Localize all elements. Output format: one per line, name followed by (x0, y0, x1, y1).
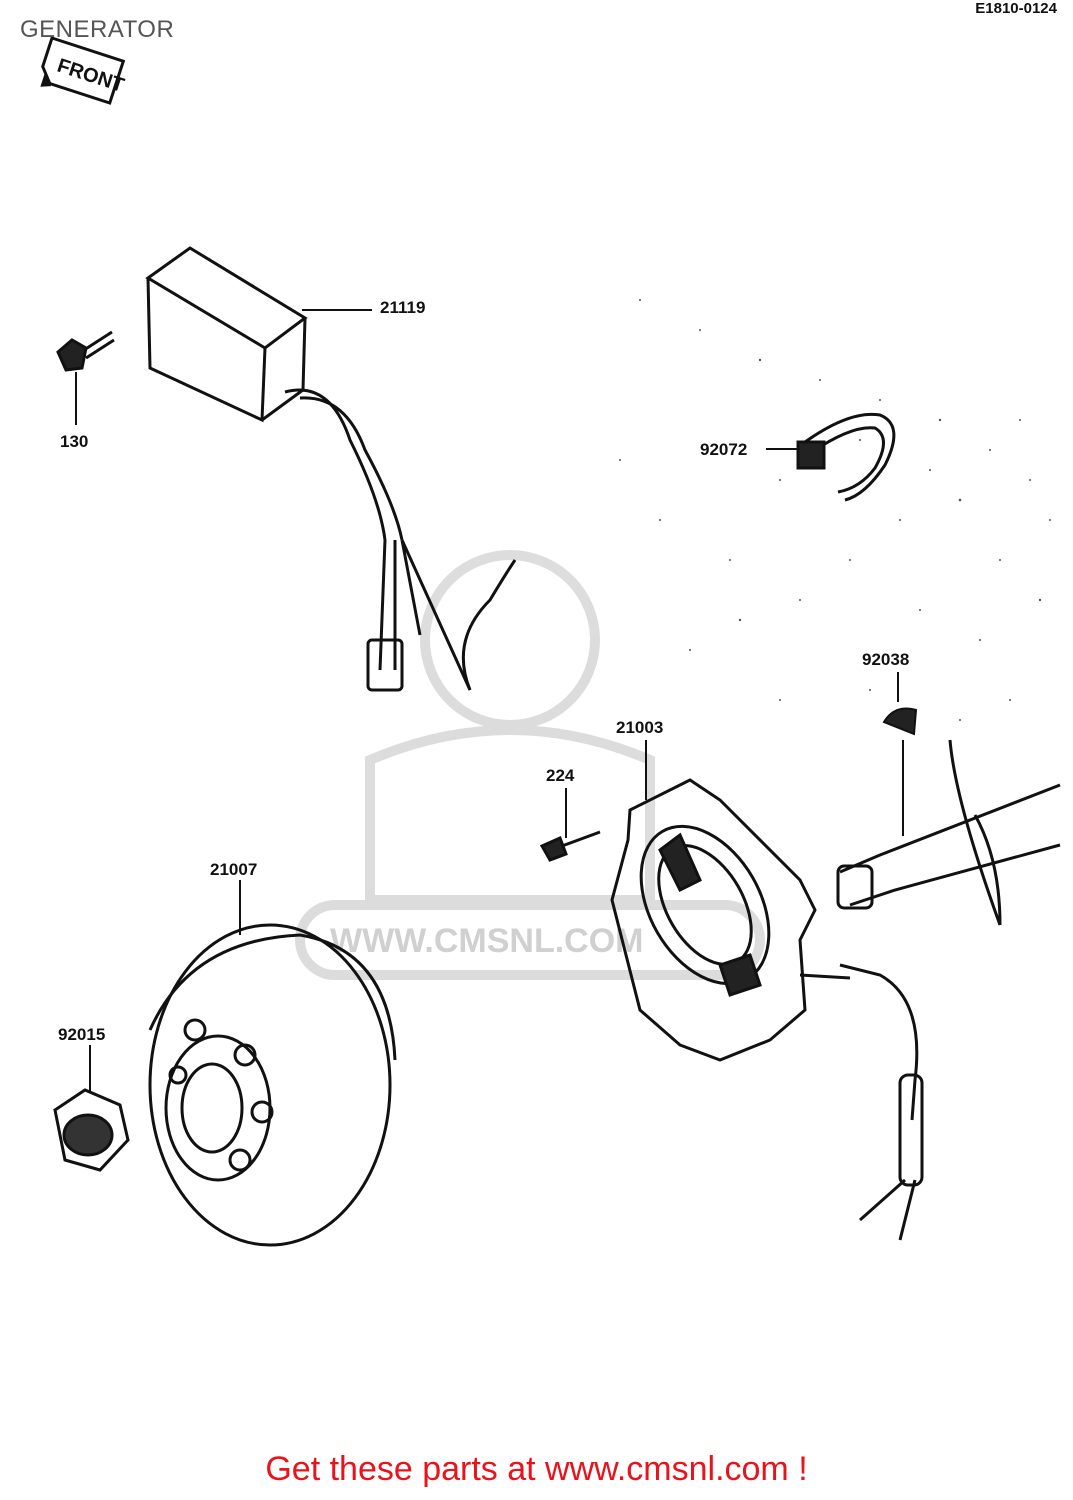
part-label-21003[interactable]: 21003 (616, 718, 664, 737)
woodruff-key-92038 (882, 707, 918, 736)
clamp-92072 (796, 412, 896, 502)
part-label-224[interactable]: 224 (546, 766, 575, 785)
watermark-text: WWW.CMSNL.COM (330, 922, 644, 960)
watermark-logo (295, 550, 765, 980)
footer-cta-link[interactable]: Get these parts at www.cmsnl.com ! (265, 1450, 808, 1488)
stator-21003 (610, 778, 924, 1241)
svg-text:FRONT: FRONT (54, 55, 126, 97)
part-label-92072[interactable]: 92072 (700, 440, 748, 459)
nut-92015 (53, 1088, 130, 1172)
flywheel-21007 (148, 923, 397, 1247)
part-label-130[interactable]: 130 (60, 432, 89, 451)
crankshaft-end (836, 739, 1061, 926)
diagram-title: GENERATOR (20, 16, 175, 43)
part-label-92015[interactable]: 92015 (58, 1025, 106, 1044)
cdi-unit-21119 (145, 246, 517, 692)
front-direction-tag: FRONT (40, 36, 127, 105)
part-label-21007[interactable]: 21007 (210, 860, 258, 879)
part-label-21119[interactable]: 21119 (380, 298, 426, 317)
screw-224 (539, 830, 601, 862)
part-label-92038[interactable]: 92038 (862, 650, 910, 669)
diagram-code: E1810-0124 (975, 0, 1057, 17)
bolt-130 (56, 330, 115, 372)
speckle-texture (619, 299, 1051, 721)
